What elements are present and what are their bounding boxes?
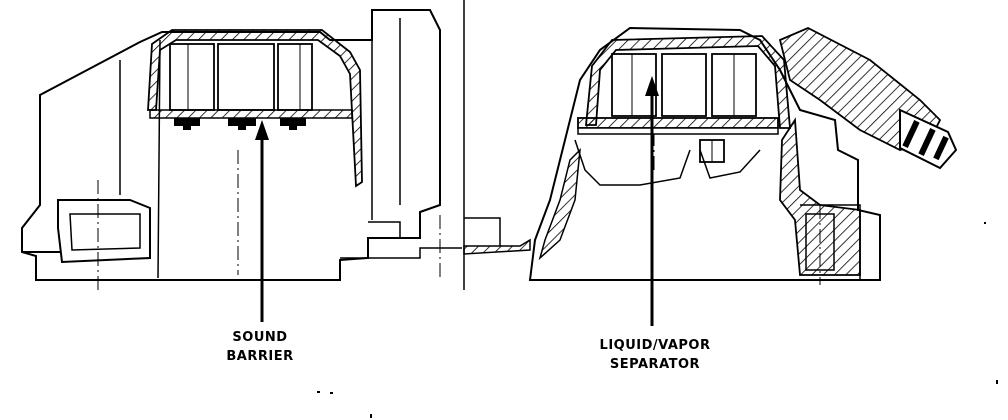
separator-leader	[645, 76, 659, 326]
sound-barrier-label-line1: SOUND	[232, 330, 288, 345]
sound-barrier-cover	[147, 29, 363, 188]
liquid-vapor-separator-label-line2: SEPARATOR	[609, 357, 701, 372]
floor-plate	[463, 217, 531, 255]
sound-barrier-leader	[255, 120, 269, 322]
sound-barrier-label: SOUND BARRIER	[200, 328, 320, 366]
left-housing	[21, 9, 462, 281]
liquid-vapor-separator-label-line1: LIQUID/VAPOR	[599, 338, 711, 353]
scan-specks	[317, 222, 998, 418]
sound-barrier-label-line2: BARRIER	[226, 349, 294, 364]
right-hatched-walls	[538, 27, 958, 276]
liquid-vapor-separator-assembly	[577, 53, 779, 135]
liquid-vapor-separator-label: LIQUID/VAPOR SEPARATOR	[575, 336, 735, 374]
